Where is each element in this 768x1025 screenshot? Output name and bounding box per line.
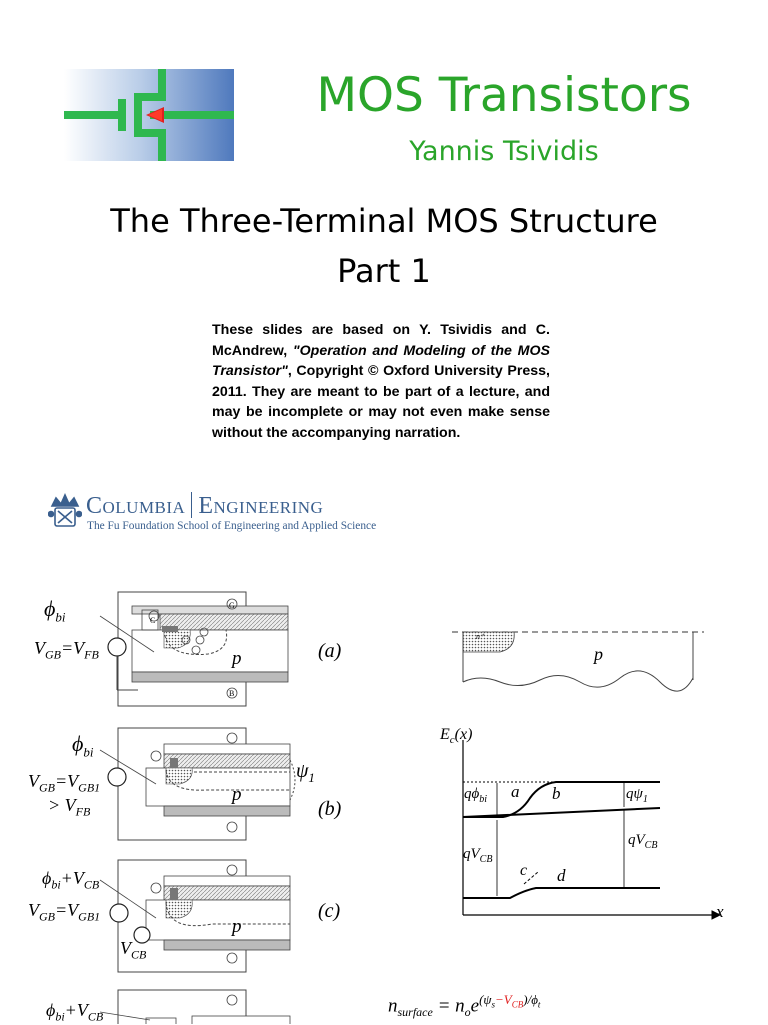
point-b: b: [552, 784, 561, 803]
panel-label-a: (a): [318, 640, 342, 662]
region-p-b: p: [232, 784, 242, 805]
mos-structure-figure: [99, 591, 722, 1024]
label-a-phi-bi: ϕbi: [44, 596, 66, 625]
region-p-a: p: [232, 648, 242, 669]
mos-transistor-logo: [64, 69, 234, 161]
region-p-top: p: [594, 644, 603, 664]
notice-text-1: These slides are based on Y. Tsividis an…: [212, 322, 550, 359]
region-p-c: p: [232, 916, 242, 937]
label-b-vgb: VGB=VGB1: [28, 771, 101, 795]
label-q-psi: qψ1: [626, 786, 648, 805]
surface-concentration-equation: nsurface = noe(ψs−VCB)/ϕt: [388, 992, 541, 1020]
school-name: The Fu Foundation School of Engineering …: [87, 520, 377, 532]
label-q-vcb-left: qVCB: [463, 846, 493, 865]
panel-label-b: (b): [318, 798, 342, 820]
band-diagram: [462, 740, 722, 920]
axis-x: x: [716, 902, 724, 921]
label-q-phi-bi: qϕbi: [464, 786, 488, 805]
label-a-vgb: VGB=VFB: [34, 638, 99, 662]
panel-b: [99, 727, 296, 841]
label-c-vcb: VCB: [120, 938, 147, 962]
point-a: a: [511, 782, 520, 801]
label-b-gt-vfb: > VFB: [48, 795, 91, 819]
label-c-vgb: VGB=VGB1: [28, 900, 101, 924]
name-divider: [191, 492, 193, 518]
label-b-psi: ψ1: [296, 760, 315, 785]
copyright-notice: These slides are based on Y. Tsividis an…: [212, 320, 550, 444]
institution-name-1: Columbia: [86, 493, 186, 519]
slide-subtitle: The Three-Terminal MOS Structure Part 1: [40, 196, 728, 296]
label-d-phi-bi-vcb: ϕbi+VCB: [46, 1000, 104, 1024]
institution-name-2: Engineering: [198, 493, 324, 519]
crown-icon: [48, 493, 82, 527]
subtitle-line-2: Part 1: [337, 252, 431, 290]
author-name: Yannis Tsividis: [409, 136, 599, 167]
label-c-phi-bi-vcb: ϕbi+VCB: [42, 868, 100, 892]
panel-label-c: (c): [318, 900, 341, 922]
terminal-b-a: B: [229, 689, 235, 698]
region-n-top: n⁺: [476, 632, 485, 641]
panel-a: [99, 591, 289, 707]
point-c: c: [520, 862, 528, 879]
label-b-phi-bi: ϕbi: [72, 731, 94, 760]
subtitle-line-1: The Three-Terminal MOS Structure: [110, 202, 658, 240]
panel-d: [99, 989, 291, 1024]
book-title: "Operation and Modeling of the MOS Trans…: [212, 342, 550, 380]
terminal-g-a: G: [229, 601, 235, 610]
cross-section: [452, 631, 704, 692]
columbia-engineering-logo: Columbia Engineering The Fu Foundation Sc…: [48, 490, 378, 536]
presentation-title: MOS Transistors: [316, 68, 692, 123]
notice-text-2: , Copyright © Oxford University Press, 2…: [212, 363, 550, 441]
axis-ec: Ec(x): [440, 726, 473, 747]
terminal-c-a: C: [150, 616, 156, 625]
panel-c: [99, 859, 291, 973]
point-d: d: [557, 866, 566, 885]
institution-name: Columbia Engineering: [86, 492, 323, 520]
label-q-vcb-right: qVCB: [628, 832, 658, 851]
